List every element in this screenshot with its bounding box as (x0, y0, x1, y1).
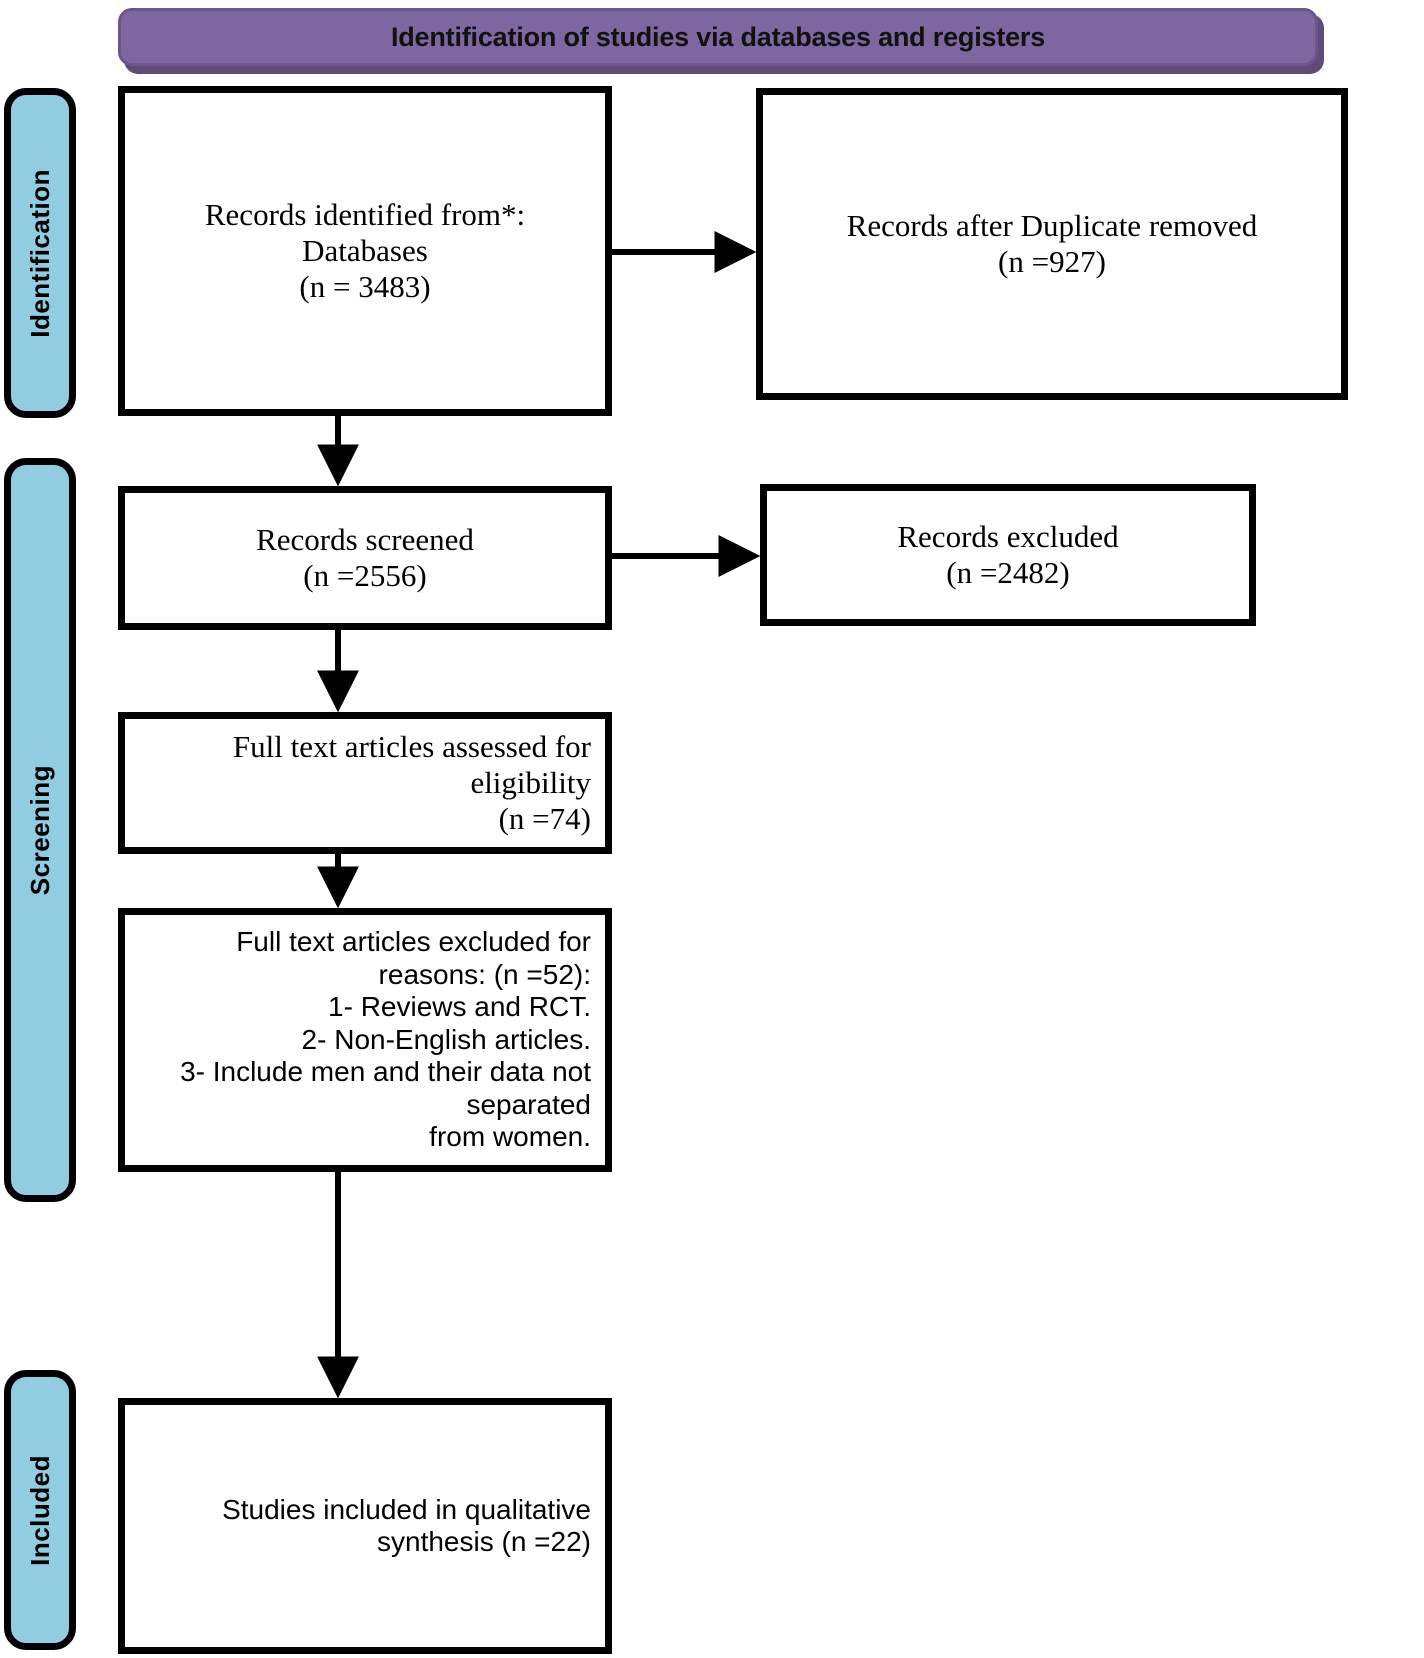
reasons-line-6: separated (466, 1088, 591, 1120)
box-records-excluded: Records excluded (n =2482) (760, 484, 1256, 626)
box-records-after-duplicates-removed: Records after Duplicate removed (n =927) (756, 88, 1348, 400)
box-duplicates-text: Records after Duplicate removed (n =927) (777, 208, 1327, 280)
records-identified-line-3: (n = 3483) (299, 268, 431, 304)
reasons-line-5: 3- Include men and their data not (180, 1056, 591, 1088)
screened-line-1: Records screened (256, 522, 474, 558)
box-fulltext-assessed: Full text articles assessed for eligibil… (118, 712, 612, 854)
fulltext-line-3: (n =74) (498, 800, 591, 836)
box-records-screened: Records screened (n =2556) (118, 486, 612, 630)
fulltext-line-2: eligibility (470, 765, 591, 801)
box-studies-included: Studies included in qualitative synthesi… (118, 1398, 612, 1654)
reasons-line-2: reasons: (n =52): (378, 958, 591, 990)
reasons-line-1: Full text articles excluded for (236, 926, 591, 958)
box-fulltext-excluded-reasons-text: Full text articles excluded for reasons:… (139, 926, 591, 1153)
stage-label-identification-text: Identification (24, 168, 55, 338)
fulltext-line-1: Full text articles assessed for (232, 729, 591, 765)
diagram-title: Identification of studies via databases … (390, 21, 1046, 52)
box-records-screened-text: Records screened (n =2556) (139, 522, 591, 594)
stage-label-included-text: Included (24, 1454, 55, 1566)
included-line-2: synthesis (n =22) (377, 1526, 591, 1557)
box-records-identified-text: Records identified from*: Databases (n =… (139, 197, 591, 305)
reasons-line-3: 1- Reviews and RCT. (328, 991, 591, 1023)
records-identified-line-2: Databases (302, 233, 428, 269)
screened-line-2: (n =2556) (303, 558, 427, 593)
stage-label-identification: Identification (4, 88, 76, 418)
included-line-1: Studies included in qualitative (222, 1493, 591, 1525)
box-fulltext-excluded-reasons: Full text articles excluded for reasons:… (118, 908, 612, 1172)
reasons-line-4: 2- Non-English articles. (301, 1023, 591, 1055)
box-fulltext-assessed-text: Full text articles assessed for eligibil… (139, 729, 591, 837)
box-records-identified: Records identified from*: Databases (n =… (118, 86, 612, 416)
excluded-line-2: (n =2482) (946, 555, 1070, 590)
diagram-header-banner: Identification of studies via databases … (118, 8, 1318, 66)
box-studies-included-text: Studies included in qualitative synthesi… (139, 1494, 591, 1559)
stage-label-screening-text: Screening (24, 764, 55, 896)
stage-label-included: Included (4, 1370, 76, 1650)
duplicates-line-2: (n =927) (998, 244, 1106, 279)
excluded-line-1: Records excluded (897, 519, 1119, 555)
stage-label-screening: Screening (4, 458, 76, 1202)
box-records-excluded-text: Records excluded (n =2482) (781, 519, 1235, 591)
reasons-line-7: from women. (429, 1121, 591, 1153)
records-identified-line-1: Records identified from*: (204, 197, 526, 233)
duplicates-line-1: Records after Duplicate removed (846, 208, 1258, 244)
